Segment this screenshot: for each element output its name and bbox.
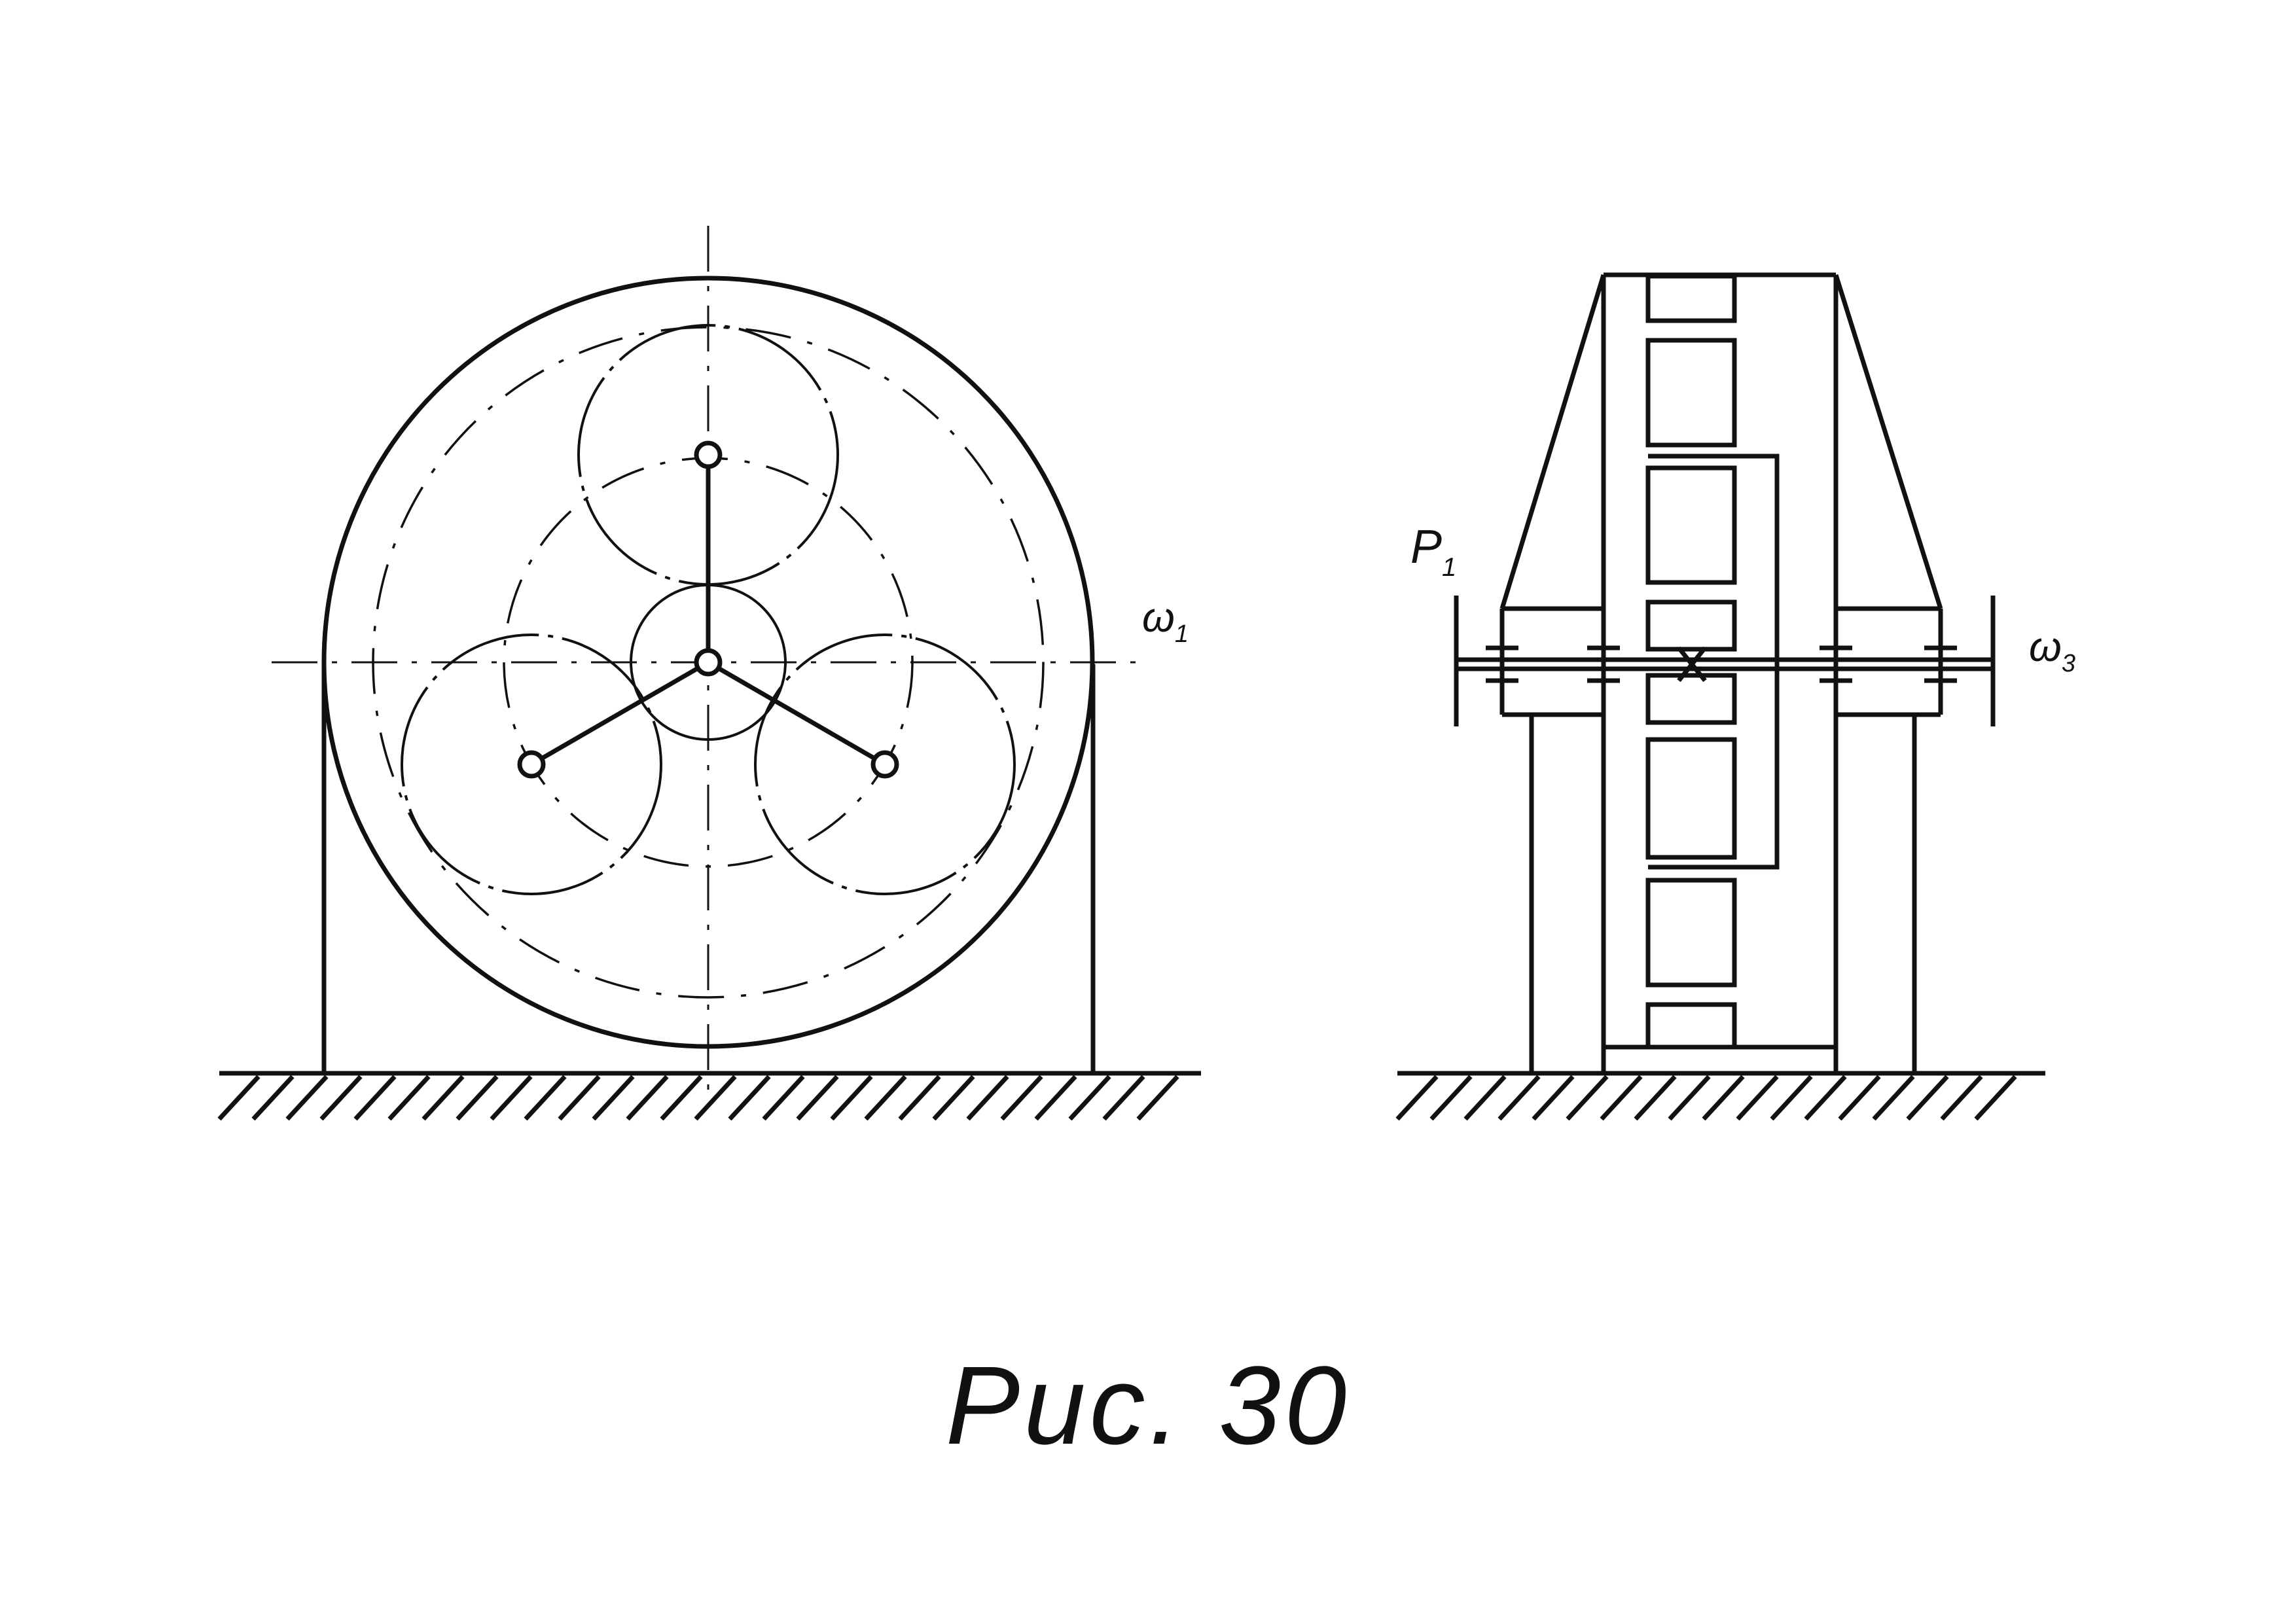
planet-gear-right xyxy=(754,633,1016,895)
hatch-line xyxy=(1770,1075,1813,1121)
ground-left xyxy=(217,1071,1201,1121)
main-shaft xyxy=(1454,596,1996,726)
hatch-line xyxy=(1532,1075,1575,1121)
hatch-line xyxy=(660,1075,703,1121)
gear-sections xyxy=(1645,274,1737,1050)
planet-gear-left xyxy=(401,633,662,895)
hatch-line xyxy=(456,1075,499,1121)
hatch-line xyxy=(1872,1075,1915,1121)
hatch-line xyxy=(796,1075,839,1121)
hatch-line xyxy=(558,1075,601,1121)
hatch-line xyxy=(694,1075,737,1121)
hatch-line xyxy=(1736,1075,1779,1121)
hatch-line xyxy=(728,1075,771,1121)
hatch-line xyxy=(1600,1075,1643,1121)
hatch-line xyxy=(1940,1075,1983,1121)
hatch-line xyxy=(966,1075,1009,1121)
joint-right xyxy=(870,750,899,779)
hatch-line xyxy=(762,1075,805,1121)
omega3-label: ω3 xyxy=(2029,623,2075,677)
hatch-line xyxy=(1395,1075,1439,1121)
hatch-line xyxy=(626,1075,669,1121)
hatch-line xyxy=(524,1075,567,1121)
side-view: P1 ω3 xyxy=(1395,272,2075,1121)
hatch-line xyxy=(285,1075,329,1121)
joint-top xyxy=(694,440,723,469)
p1-label: P1 xyxy=(1410,521,1456,582)
carrier-arms xyxy=(530,455,886,767)
hatch-line xyxy=(217,1075,260,1121)
hatch-line xyxy=(1000,1075,1043,1121)
hatch-line xyxy=(353,1075,397,1121)
shaft-bearings xyxy=(1486,645,1957,684)
ground-right xyxy=(1395,1071,2045,1121)
hatch-line xyxy=(1906,1075,1949,1121)
hatch-line xyxy=(1702,1075,1745,1121)
hatch-line xyxy=(251,1075,295,1121)
omega1-label: ω1 xyxy=(1142,594,1189,648)
hatch-line xyxy=(1068,1075,1111,1121)
hatch-line xyxy=(1102,1075,1145,1121)
right-bearing-housing xyxy=(1836,606,1943,1073)
hatch-line xyxy=(932,1075,975,1121)
hatch-line xyxy=(1634,1075,1677,1121)
hatch-line xyxy=(1498,1075,1541,1121)
hatch-line xyxy=(1838,1075,1881,1121)
hatch-line xyxy=(1136,1075,1179,1121)
joint-center xyxy=(694,648,723,677)
hatch-line xyxy=(1974,1075,2017,1121)
hatch-line xyxy=(864,1075,907,1121)
hatch-line xyxy=(898,1075,941,1121)
hatch-line xyxy=(592,1075,635,1121)
hatch-line xyxy=(1463,1075,1507,1121)
ground-hatch-left xyxy=(217,1075,1179,1121)
side-housing xyxy=(1499,272,1943,1073)
hatch-line xyxy=(830,1075,873,1121)
hatch-line xyxy=(490,1075,533,1121)
hatch-line xyxy=(1668,1075,1711,1121)
hatch-line xyxy=(1034,1075,1077,1121)
hatch-line xyxy=(1804,1075,1847,1121)
housing-stand xyxy=(321,664,1096,1073)
hatch-line xyxy=(422,1075,465,1121)
hatch-line xyxy=(1566,1075,1609,1121)
ground-hatch-right xyxy=(1395,1075,2017,1121)
hatch-line xyxy=(1429,1075,1473,1121)
hatch-line xyxy=(319,1075,363,1121)
hatch-line xyxy=(387,1075,431,1121)
front-view: ω1 xyxy=(217,226,1201,1121)
joint-left xyxy=(517,750,546,779)
figure-caption: Рис. 30 xyxy=(945,1344,1351,1468)
